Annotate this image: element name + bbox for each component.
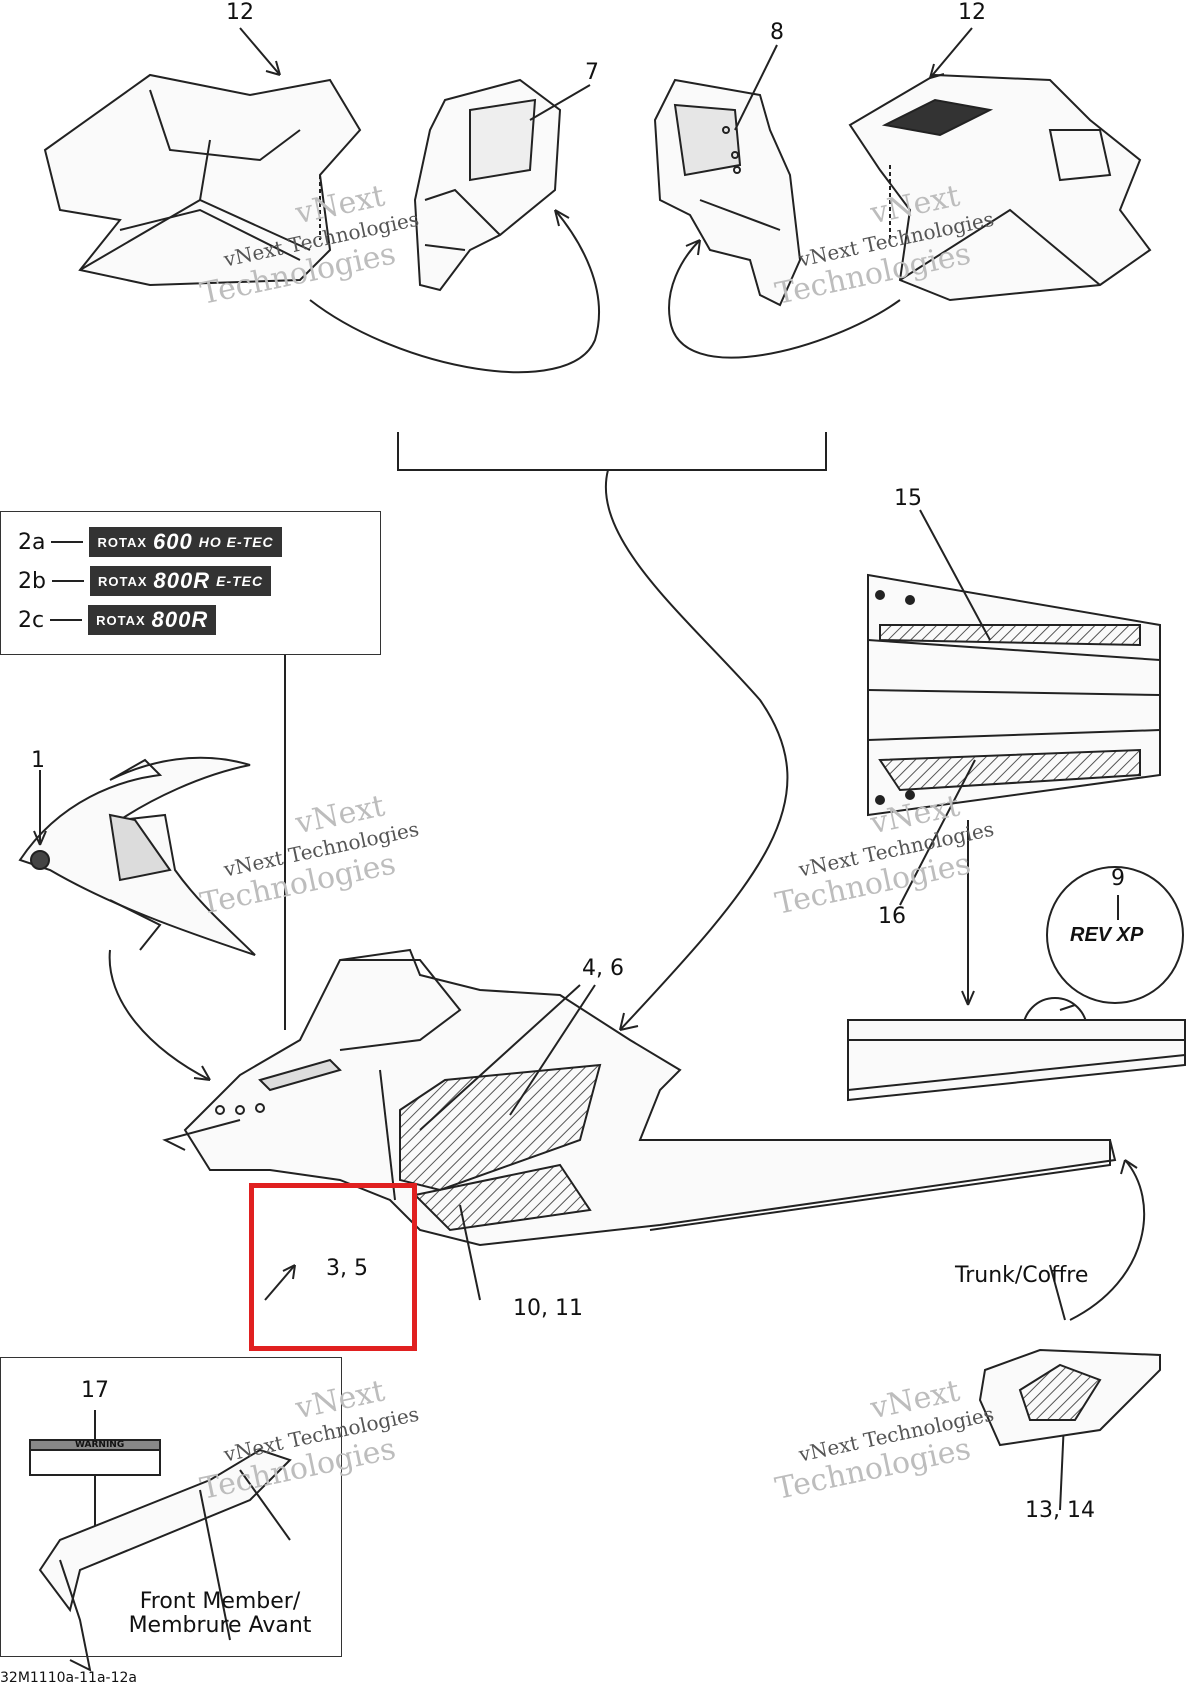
decal-label: 2b: [18, 568, 46, 594]
callout-8: 8: [770, 20, 784, 45]
callout-10-11: 10, 11: [513, 1296, 583, 1321]
callout-4-6: 4, 6: [582, 956, 624, 981]
decal-plate: ROTAX 800R: [88, 605, 217, 635]
rev-xp-badge: REV XP: [1070, 924, 1144, 946]
front-member: [29, 1439, 292, 1672]
decal-label: 2a: [18, 529, 46, 555]
engine-decal-2a: 2a ROTAX 600 HO E-TEC: [18, 527, 282, 557]
side-panel-right: [848, 73, 1152, 302]
callout-17: 17: [81, 1378, 109, 1403]
callout-12-right: 12: [958, 0, 986, 25]
panel-8: [653, 78, 802, 307]
figure-id: 32M1110a-11a-12a: [0, 1670, 137, 1686]
warning-decal-text: WARNING: [75, 1440, 125, 1450]
nose-cone: [18, 756, 256, 956]
rail-detail: [847, 1019, 1186, 1102]
decal-plate: ROTAX 800R E-TEC: [89, 566, 272, 596]
front-member-label: Front Member/ Membrure Avant: [120, 1589, 320, 1639]
highlight-box[interactable]: [249, 1183, 417, 1351]
callout-1: 1: [31, 748, 45, 773]
tunnel-top: [867, 573, 1161, 817]
trunk-label: Trunk/Coffre: [955, 1263, 1089, 1288]
panel-7: [413, 78, 562, 292]
callout-3-5: 3, 5: [326, 1256, 368, 1281]
callout-15: 15: [894, 486, 922, 511]
badge-detail-circle: [1046, 866, 1184, 1004]
group-bracket: [397, 432, 827, 471]
decal-plate: ROTAX 600 HO E-TEC: [89, 527, 282, 557]
callout-9: 9: [1111, 866, 1125, 891]
engine-decal-2b: 2b ROTAX 800R E-TEC: [18, 566, 272, 596]
callout-16: 16: [878, 904, 906, 929]
callout-7: 7: [585, 60, 599, 85]
front-member-label-fr: Membrure Avant: [128, 1613, 312, 1639]
snowmobile-main: [162, 948, 1117, 1247]
trunk: [978, 1348, 1161, 1447]
callout-13-14: 13, 14: [1025, 1498, 1095, 1523]
decal-label: 2c: [18, 607, 45, 633]
engine-decal-panel: [0, 511, 381, 655]
callout-12-left: 12: [226, 0, 254, 25]
side-panel-left: [43, 73, 362, 287]
engine-decal-2c: 2c ROTAX 800R: [18, 605, 217, 635]
front-member-label-en: Front Member/: [139, 1589, 301, 1614]
front-member-panel: [0, 1357, 342, 1657]
